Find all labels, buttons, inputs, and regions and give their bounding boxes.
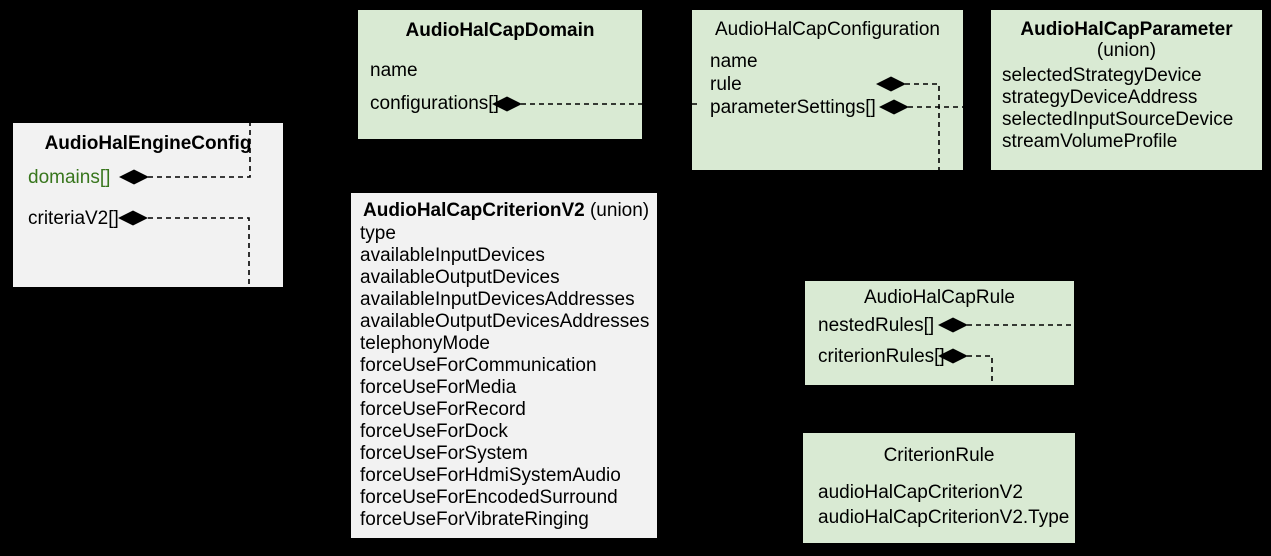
- field-name: name: [370, 60, 418, 81]
- field-audiohalcapcriterionv2-type: audioHalCapCriterionV2.Type: [818, 507, 1070, 528]
- field-availableoutputdevicesaddresses: availableOutputDevicesAddresses: [360, 311, 650, 332]
- field-selectedstrategydevice: selectedStrategyDevice: [1002, 65, 1202, 86]
- class-box-audio-hal-engine-config: AudioHalEngineConfig domains[] criteriaV…: [13, 123, 283, 287]
- field-name: name: [710, 51, 758, 72]
- class-title: AudioHalCapDomain: [405, 20, 595, 41]
- field-forceuseforsystem: forceUseForSystem: [360, 443, 528, 464]
- field-forceuseforencodedsurround: forceUseForEncodedSurround: [360, 487, 618, 508]
- field-telephonymode: telephonyMode: [360, 333, 490, 354]
- field-availableoutputdevices: availableOutputDevices: [360, 267, 560, 288]
- field-forceuseforhdmisystemaudio: forceUseForHdmiSystemAudio: [360, 465, 621, 486]
- field-forceuseforcommunication: forceUseForCommunication: [360, 355, 597, 376]
- field-rule: rule: [710, 74, 742, 95]
- field-audiohalcapcriterionv2: audioHalCapCriterionV2: [818, 482, 1023, 503]
- class-title: AudioHalCapParameter: [1020, 19, 1233, 40]
- field-type: type: [360, 223, 396, 244]
- field-streamvolumeprofile: streamVolumeProfile: [1002, 131, 1178, 152]
- class-box-criterion-rule: CriterionRule audioHalCapCriterionV2 aud…: [803, 433, 1075, 543]
- field-availableinputdevicesaddresses: availableInputDevicesAddresses: [360, 289, 635, 310]
- field-forceuseforvibrateringing: forceUseForVibrateRinging: [360, 509, 589, 530]
- field-domains: domains[]: [28, 167, 111, 188]
- class-box-audio-hal-cap-criterion-v2: AudioHalCapCriterionV2 (union) type avai…: [351, 193, 657, 538]
- class-subtitle: (union): [1096, 40, 1157, 61]
- class-box-audio-hal-cap-rule: AudioHalCapRule nestedRules[] criterionR…: [805, 281, 1074, 385]
- field-nestedrules: nestedRules[]: [818, 315, 935, 336]
- class-title-suffix: (union): [584, 200, 650, 221]
- class-title: AudioHalCapConfiguration: [715, 19, 940, 40]
- class-box-audio-hal-cap-parameter: AudioHalCapParameter (union) selectedStr…: [991, 10, 1262, 170]
- field-forceuseformedia: forceUseForMedia: [360, 377, 517, 398]
- field-availableinputdevices: availableInputDevices: [360, 245, 545, 266]
- field-criterionrules: criterionRules[]: [818, 346, 945, 367]
- class-title: AudioHalEngineConfig: [44, 133, 252, 154]
- class-box-audio-hal-cap-domain: AudioHalCapDomain name configurations[]: [358, 10, 642, 139]
- field-configurations: configurations[]: [370, 93, 499, 114]
- field-criteriav2: criteriaV2[]: [28, 208, 119, 229]
- class-box-audio-hal-cap-configuration: AudioHalCapConfiguration name rule param…: [692, 10, 963, 170]
- class-title: AudioHalCapRule: [863, 287, 1016, 308]
- class-title-main: AudioHalCapCriterionV2: [363, 200, 585, 221]
- field-strategydeviceaddress: strategyDeviceAddress: [1002, 87, 1198, 108]
- field-forceuseforrecord: forceUseForRecord: [360, 399, 526, 420]
- field-selectedinputsourcedevice: selectedInputSourceDevice: [1002, 109, 1234, 130]
- field-parametersettings: parameterSettings[]: [710, 97, 876, 118]
- class-title: CriterionRule: [883, 445, 995, 466]
- class-title: AudioHalCapCriterionV2 (union): [351, 200, 657, 223]
- field-forceusefordock: forceUseForDock: [360, 421, 508, 442]
